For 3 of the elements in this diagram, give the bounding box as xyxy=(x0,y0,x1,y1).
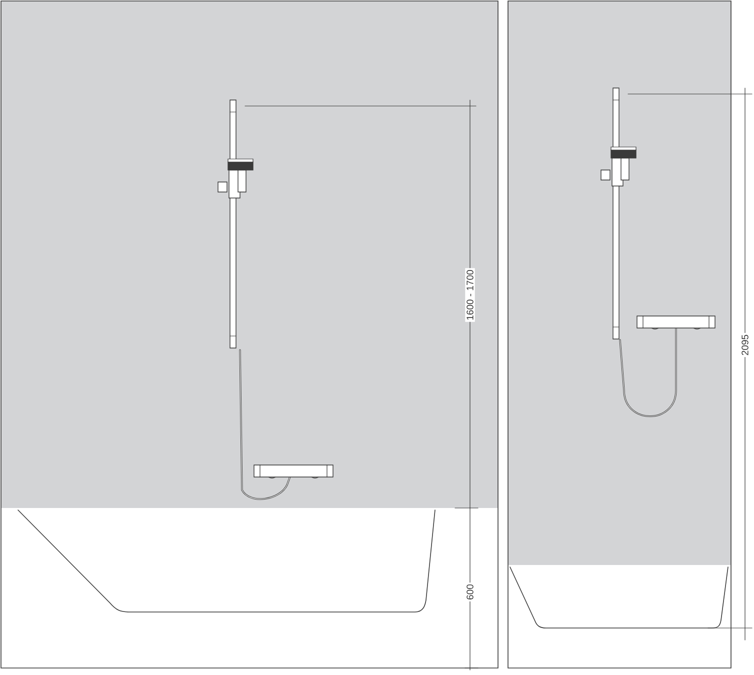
dimension-label: 600 xyxy=(465,582,475,602)
dimension-label: 2095 xyxy=(740,332,750,358)
dimension-label: 1600 - 1700 xyxy=(465,268,475,322)
